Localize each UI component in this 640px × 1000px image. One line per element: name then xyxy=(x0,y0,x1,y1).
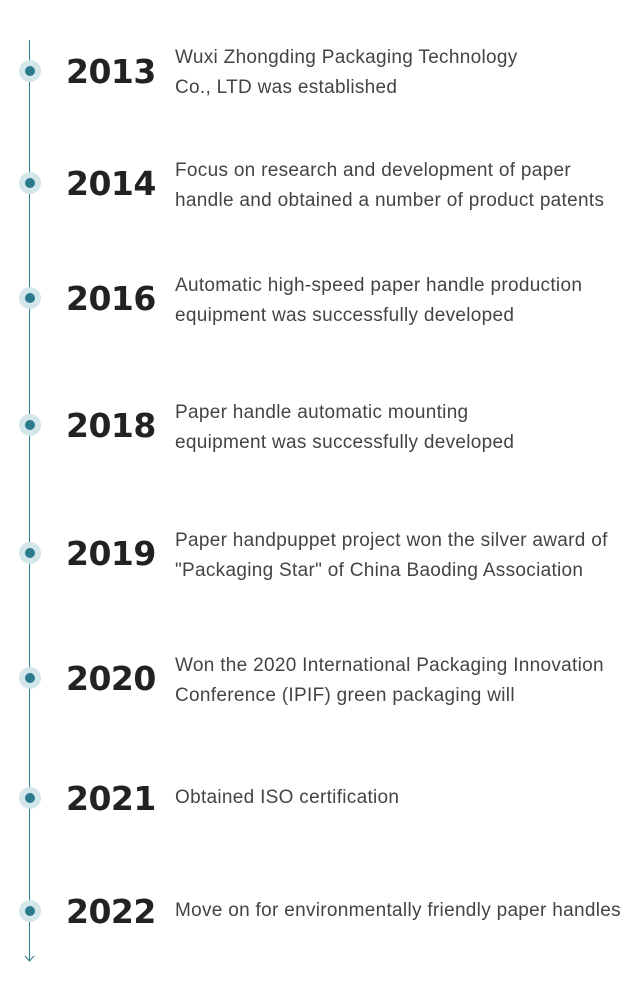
timeline-year: 2014 xyxy=(66,164,156,203)
timeline-description: Obtained ISO certification xyxy=(175,783,635,813)
timeline-description: Paper handle automatic mounting equipmen… xyxy=(175,398,635,458)
description-line: "Packaging Star" of China Baoding Associ… xyxy=(175,560,584,581)
description-line: handle and obtained a number of product … xyxy=(175,190,605,211)
timeline-dot xyxy=(19,414,41,436)
timeline-year: 2021 xyxy=(66,779,156,818)
timeline-year: 2019 xyxy=(66,534,156,573)
timeline-dot xyxy=(19,787,41,809)
description-line: Conference (IPIF) green packaging will xyxy=(175,685,515,706)
arrow-down-icon xyxy=(24,955,35,962)
timeline-axis-line xyxy=(29,40,30,960)
timeline-year: 2013 xyxy=(66,52,156,91)
description-line: Paper handpuppet project won the silver … xyxy=(175,530,608,551)
description-line: Obtained ISO certification xyxy=(175,787,400,808)
timeline-description: Won the 2020 International Packaging Inn… xyxy=(175,651,635,711)
description-line: Move on for environmentally friendly pap… xyxy=(175,900,621,921)
timeline-year: 2018 xyxy=(66,406,156,445)
timeline-dot xyxy=(19,60,41,82)
timeline-year: 2016 xyxy=(66,279,156,318)
timeline-description: Move on for environmentally friendly pap… xyxy=(175,896,635,926)
timeline-description: Automatic high-speed paper handle produc… xyxy=(175,271,635,331)
description-line: equipment was successfully developed xyxy=(175,305,515,326)
description-line: equipment was successfully developed xyxy=(175,432,515,453)
description-line: Won the 2020 International Packaging Inn… xyxy=(175,655,604,676)
timeline-dot xyxy=(19,667,41,689)
timeline-description: Wuxi Zhongding Packaging Technology Co.,… xyxy=(175,43,635,103)
description-line: Focus on research and development of pap… xyxy=(175,160,572,181)
timeline-dot xyxy=(19,542,41,564)
timeline-year: 2022 xyxy=(66,892,156,931)
description-line: Co., LTD was established xyxy=(175,77,398,98)
timeline-year: 2020 xyxy=(66,659,156,698)
timeline-description: Focus on research and development of pap… xyxy=(175,156,635,216)
description-line: Paper handle automatic mounting xyxy=(175,402,469,423)
description-line: Automatic high-speed paper handle produc… xyxy=(175,275,583,296)
timeline-dot xyxy=(19,900,41,922)
timeline-description: Paper handpuppet project won the silver … xyxy=(175,526,635,586)
timeline-dot xyxy=(19,172,41,194)
timeline-dot xyxy=(19,287,41,309)
description-line: Wuxi Zhongding Packaging Technology xyxy=(175,47,518,68)
